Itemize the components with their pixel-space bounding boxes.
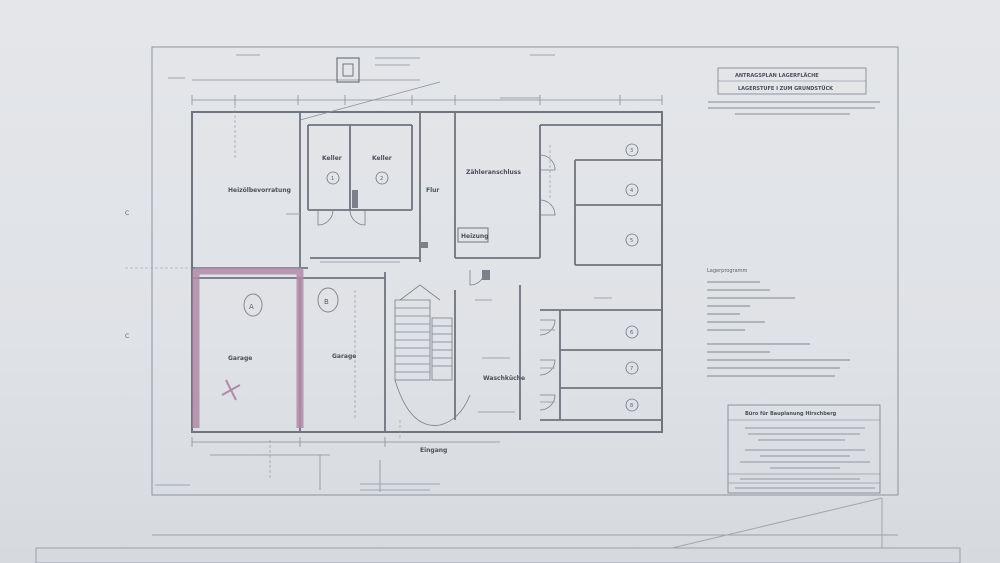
- circle-number-4: 4: [630, 188, 633, 194]
- circle-number-6: 6: [630, 330, 633, 336]
- top-dimensions: [191, 79, 663, 121]
- annotation-marks: [155, 54, 612, 491]
- outer-walls: [191, 111, 663, 433]
- door-swings: [317, 154, 556, 411]
- room-label-zaehler: Zähleranschluss: [466, 169, 521, 176]
- title-block: ANTRAGSPLAN LAGERFLÄCHE LAGERSTUFE I ZUM…: [708, 67, 880, 115]
- room-label-waschkueche: Waschküche: [483, 375, 525, 382]
- drawing-frame: [151, 46, 899, 496]
- stamp-title: Büro für Bauplanung Hirschberg: [745, 411, 837, 417]
- room-label-flur: Flur: [426, 187, 439, 194]
- circle-number-1: 1: [331, 176, 334, 182]
- storage-number-circles: [326, 143, 639, 412]
- highlighted-garage-outline: [192, 267, 304, 428]
- legend-title: Lagerprogramm: [707, 268, 747, 274]
- room-label-garage-b: Garage: [332, 353, 356, 360]
- room-label-keller-2: Keller: [372, 155, 392, 162]
- garage-letter-a: A: [249, 303, 254, 311]
- plan-title-line-1: ANTRAGSPLAN LAGERFLÄCHE: [735, 72, 819, 79]
- circle-number-3: 3: [630, 148, 633, 154]
- circle-number-7: 7: [630, 366, 633, 372]
- garage-letter-b: B: [324, 298, 329, 306]
- room-label-heizung: Heizung: [461, 233, 488, 240]
- legend: Lagerprogramm: [707, 268, 850, 377]
- wall-hatching: [352, 190, 490, 280]
- plan-title-line-2: LAGERSTUFE I ZUM GRUNDSTÜCK: [738, 85, 834, 92]
- interior-walls: [192, 112, 662, 432]
- circle-number-5: 5: [630, 238, 633, 244]
- room-label-eingang: Eingang: [420, 447, 447, 454]
- staircase: [394, 284, 471, 426]
- axis-marker-lower: C: [125, 333, 129, 340]
- shaft: [336, 57, 360, 83]
- office-stamp: Büro für Bauplanung Hirschberg: [727, 404, 881, 494]
- circle-number-8: 8: [630, 403, 633, 409]
- room-label-garage-a: Garage: [228, 355, 252, 362]
- room-label-keller-1: Keller: [322, 155, 342, 162]
- heating-unit: [457, 227, 489, 243]
- axis-marker-upper: C: [125, 210, 129, 217]
- room-label-heizoel: Heizölbevorratung: [228, 187, 291, 194]
- circle-number-2: 2: [380, 176, 383, 182]
- dimension-lines: [125, 100, 551, 480]
